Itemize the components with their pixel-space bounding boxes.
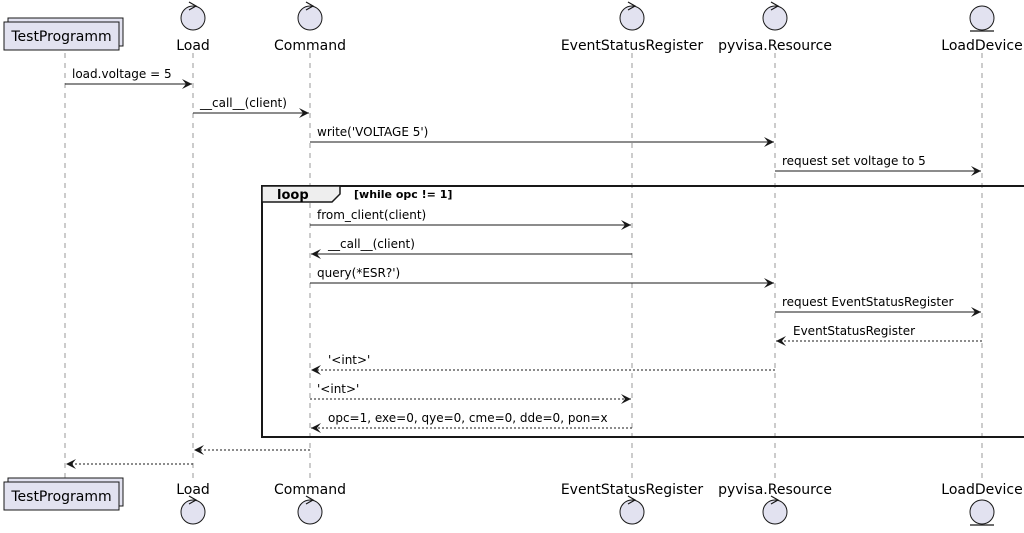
loop-tab bbox=[261, 185, 341, 203]
message-label: from_client(client) bbox=[317, 208, 426, 222]
participant-label: LoadDevice bbox=[941, 482, 1022, 498]
entity-icon bbox=[969, 499, 995, 525]
loop-frame bbox=[261, 185, 1024, 438]
participant-command-bottom: Command bbox=[274, 482, 346, 525]
participant-device-bottom: LoadDevice bbox=[941, 482, 1023, 526]
control-icon bbox=[762, 5, 788, 31]
participant-label: TestProgramm bbox=[10, 489, 111, 505]
participant-label: TestProgramm bbox=[10, 29, 111, 45]
participant-label: Command bbox=[274, 38, 346, 54]
participant-label: pyvisa.Resource bbox=[718, 38, 832, 54]
control-icon bbox=[297, 5, 323, 31]
message-label: '<int>' bbox=[328, 353, 370, 367]
participant-resource-top: pyvisa.Resource bbox=[718, 1, 832, 54]
control-icon bbox=[762, 499, 788, 525]
participant-resource-bottom: pyvisa.Resource bbox=[718, 482, 832, 525]
participant-label: Command bbox=[274, 482, 346, 498]
participant-label: Load bbox=[176, 38, 210, 54]
participant-label: pyvisa.Resource bbox=[718, 482, 832, 498]
participant-label: Load bbox=[176, 482, 210, 498]
message-label: request EventStatusRegister bbox=[782, 295, 954, 309]
control-icon bbox=[619, 499, 645, 525]
message-label: request set voltage to 5 bbox=[782, 154, 926, 168]
message-label: opc=1, exe=0, qye=0, cme=0, dde=0, pon=x bbox=[328, 411, 608, 425]
message-label: '<int>' bbox=[317, 382, 359, 396]
message-label: query(*ESR?') bbox=[317, 266, 400, 280]
participant-load-bottom: Load bbox=[176, 482, 210, 525]
control-icon bbox=[180, 499, 206, 525]
participant-label: LoadDevice bbox=[941, 38, 1022, 54]
participant-esr-bottom: EventStatusRegister bbox=[561, 482, 704, 525]
message-label: __call__(client) bbox=[327, 237, 415, 251]
entity-icon bbox=[969, 5, 995, 31]
message-label: __call__(client) bbox=[199, 96, 287, 110]
participant-testprogramm-bottom: TestProgramm bbox=[3, 477, 124, 511]
participant-testprogramm-top: TestProgramm bbox=[3, 17, 124, 51]
message-label: EventStatusRegister bbox=[793, 324, 915, 338]
participant-device-top: LoadDevice bbox=[941, 5, 1023, 54]
loop-title: loop bbox=[277, 188, 309, 203]
participant-load-top: Load bbox=[176, 1, 210, 54]
loop-condition: [while opc != 1] bbox=[354, 188, 452, 201]
participant-label: EventStatusRegister bbox=[561, 482, 704, 498]
participant-label: EventStatusRegister bbox=[561, 38, 704, 54]
message-label: write('VOLTAGE 5') bbox=[317, 125, 428, 139]
participant-command-top: Command bbox=[274, 1, 346, 54]
participant-esr-top: EventStatusRegister bbox=[561, 1, 704, 54]
message-label: load.voltage = 5 bbox=[72, 67, 172, 81]
control-icon bbox=[180, 5, 206, 31]
control-icon bbox=[297, 499, 323, 525]
control-icon bbox=[619, 5, 645, 31]
